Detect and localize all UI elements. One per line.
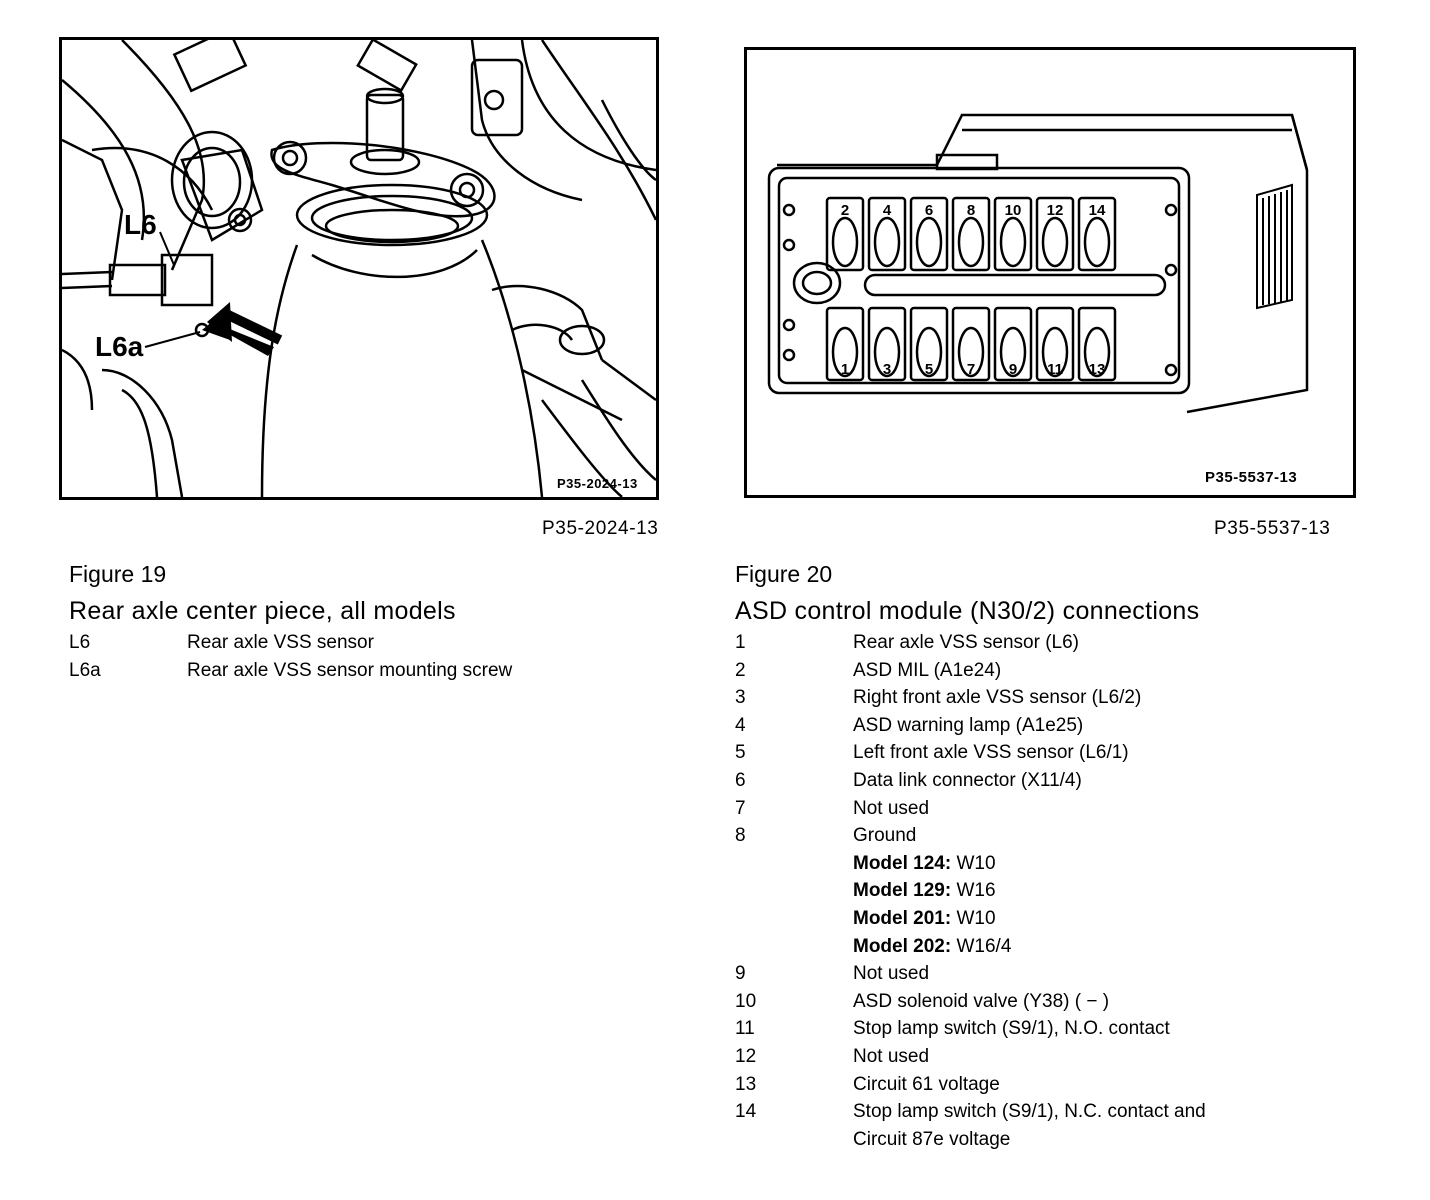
figure-20-legend-key: 12 (735, 1046, 757, 1067)
figure-20-legend-key: 2 (735, 659, 746, 681)
figure-19-legend-text: Rear axle VSS sensor (187, 632, 374, 653)
figure-19-label: Figure 19 (69, 561, 167, 587)
figure-20-legend-row: Model 129: W16 (735, 877, 1375, 904)
figure-20-legend-text: ASD solenoid valve (Y38) ( − ) (853, 990, 1110, 1012)
pin-label-bottom: 13 (1089, 361, 1106, 378)
figure-20-legend-row: 14 Stop lamp switch (S9/1), N.C. contact … (735, 1098, 1375, 1125)
figure-20-legend-key: 14 (735, 1101, 757, 1123)
figure-20-legend-row: 5 Left front axle VSS sensor (L6/1) (735, 739, 1375, 766)
figure-20-legend-key: 10 (735, 990, 757, 1012)
figure-20-legend-row: 11 Stop lamp switch (S9/1), N.O. contact (735, 1015, 1375, 1042)
figure-19-image-code: P35-2024-13 (557, 476, 638, 491)
figure-20-legend-text: Rear axle VSS sensor (L6) (853, 632, 1079, 653)
pin-label-top: 14 (1089, 202, 1106, 219)
figure-19-code-caption: P35-2024-13 (542, 518, 659, 539)
figure-20-image-code: P35-5537-13 (1205, 469, 1298, 486)
pin-label-top: 4 (883, 202, 892, 219)
figure-19-legend-key: L6 (69, 632, 91, 653)
figure-19-legend-row: L6 Rear axle VSS sensor (69, 629, 709, 656)
pin-label-bottom: 3 (883, 361, 891, 378)
figure-20-legend-key: 5 (735, 742, 746, 764)
figure-20-legend-row: 4 ASD warning lamp (A1e25) (735, 712, 1375, 739)
pin-label-top: 12 (1047, 202, 1064, 219)
figure-20-legend-text: Model 201: W10 (853, 908, 996, 929)
figure-20-legend-row: Model 202: W16/4 (735, 933, 1375, 960)
figure-20-legend-text: Model 129: W16 (853, 880, 996, 902)
figure-20-legend-text: Circuit 61 voltage (853, 1073, 1000, 1095)
figure-20-legend-key: 6 (735, 770, 746, 791)
figure-20-legend-text: Model 124: W10 (853, 852, 996, 874)
pin-label-bottom: 7 (967, 361, 975, 378)
figure-20-title: ASD control module (N30/2) connections (735, 597, 1200, 625)
figure-20-legend-model: Model 202: (853, 935, 952, 957)
figure-19-illustration: L6 L6a P35-2024-13 (59, 37, 659, 500)
figure-19-legend-text: Rear axle VSS sensor mounting screw (187, 659, 513, 681)
figure-20-legend-row: 12 Not used (735, 1043, 1375, 1070)
figure-20-legend-row: 7 Not used (735, 795, 1375, 822)
figure-20-legend-text: Data link connector (X11/4) (853, 770, 1082, 791)
figure-20-legend-text: Left front axle VSS sensor (L6/1) (853, 742, 1129, 764)
figure-20-legend-text: ASD warning lamp (A1e25) (853, 714, 1084, 736)
pin-label-bottom: 11 (1047, 361, 1063, 378)
figure-20-legend-key: 8 (735, 825, 746, 847)
pin-label-top: 2 (841, 202, 849, 219)
figure-20-legend-row: 1 Rear axle VSS sensor (L6) (735, 629, 1375, 656)
figure-20-legend-text: Ground (853, 825, 917, 847)
callout-l6: L6 (124, 209, 157, 240)
figure-20-legend-row: 2 ASD MIL (A1e24) (735, 657, 1375, 684)
figure-20-legend-row: Model 201: W10 (735, 905, 1375, 932)
figure-20-legend-text: Model 202: W16/4 (853, 935, 1012, 957)
figure-20-legend-key: 11 (735, 1018, 755, 1040)
figure-20-code-caption: P35-5537-13 (1214, 518, 1331, 539)
figure-19-legend-row: L6a Rear axle VSS sensor mounting screw (69, 657, 709, 684)
callout-l6a: L6a (95, 331, 144, 362)
figure-20-legend-key: 3 (735, 687, 746, 709)
figure-20-legend-text: Stop lamp switch (S9/1), N.C. contact an… (853, 1101, 1206, 1123)
figure-20-legend-key: 7 (735, 797, 746, 819)
pin-label-top: 10 (1005, 202, 1022, 219)
figure-20-legend-text: Stop lamp switch (S9/1), N.O. contact (853, 1018, 1170, 1040)
pin-label-top: 6 (925, 202, 933, 219)
figure-20-legend-text: Not used (853, 1046, 930, 1067)
figure-20-legend-row: 8 Ground (735, 822, 1375, 849)
figure-20-legend-row: Circuit 87e voltage (735, 1126, 1375, 1153)
figure-20-legend-model: Model 124: (853, 852, 952, 874)
pin-label-bottom: 9 (1009, 361, 1017, 378)
figure-20-legend-text: Circuit 87e voltage (853, 1128, 1011, 1150)
figure-20-legend-row: 3 Right front axle VSS sensor (L6/2) (735, 684, 1375, 711)
figure-20-legend-model: Model 201: (853, 908, 952, 929)
figure-20-label: Figure 20 (735, 561, 833, 587)
pin-label-bottom: 1 (841, 361, 849, 378)
figure-19-title: Rear axle center piece, all models (69, 597, 456, 625)
rear-axle-drawing: L6 L6a (62, 40, 656, 497)
figure-20-legend-key: 9 (735, 963, 746, 985)
figure-20-legend-row: Model 124: W10 (735, 850, 1375, 877)
figure-20-legend-row: 9 Not used (735, 960, 1375, 987)
pin-label-bottom: 5 (925, 361, 933, 378)
figure-20-legend-row: 13 Circuit 61 voltage (735, 1071, 1375, 1098)
figure-20-legend-row: 6 Data link connector (X11/4) (735, 767, 1375, 794)
figure-20-legend-row: 10 ASD solenoid valve (Y38) ( − ) (735, 988, 1375, 1015)
figure-20-legend-key: 4 (735, 714, 746, 736)
figure-19-legend-key: L6a (69, 659, 101, 681)
pin-label-top: 8 (967, 202, 975, 219)
figure-20-legend-text: Right front axle VSS sensor (L6/2) (853, 687, 1142, 709)
figure-20-legend-key: 1 (735, 632, 746, 653)
figure-20-legend-model: Model 129: (853, 880, 952, 902)
figure-20-legend-text: Not used (853, 963, 930, 985)
figure-20-legend-key: 13 (735, 1073, 757, 1095)
figure-20-legend-text: ASD MIL (A1e24) (853, 659, 1002, 681)
figure-20-legend-text: Not used (853, 797, 930, 819)
